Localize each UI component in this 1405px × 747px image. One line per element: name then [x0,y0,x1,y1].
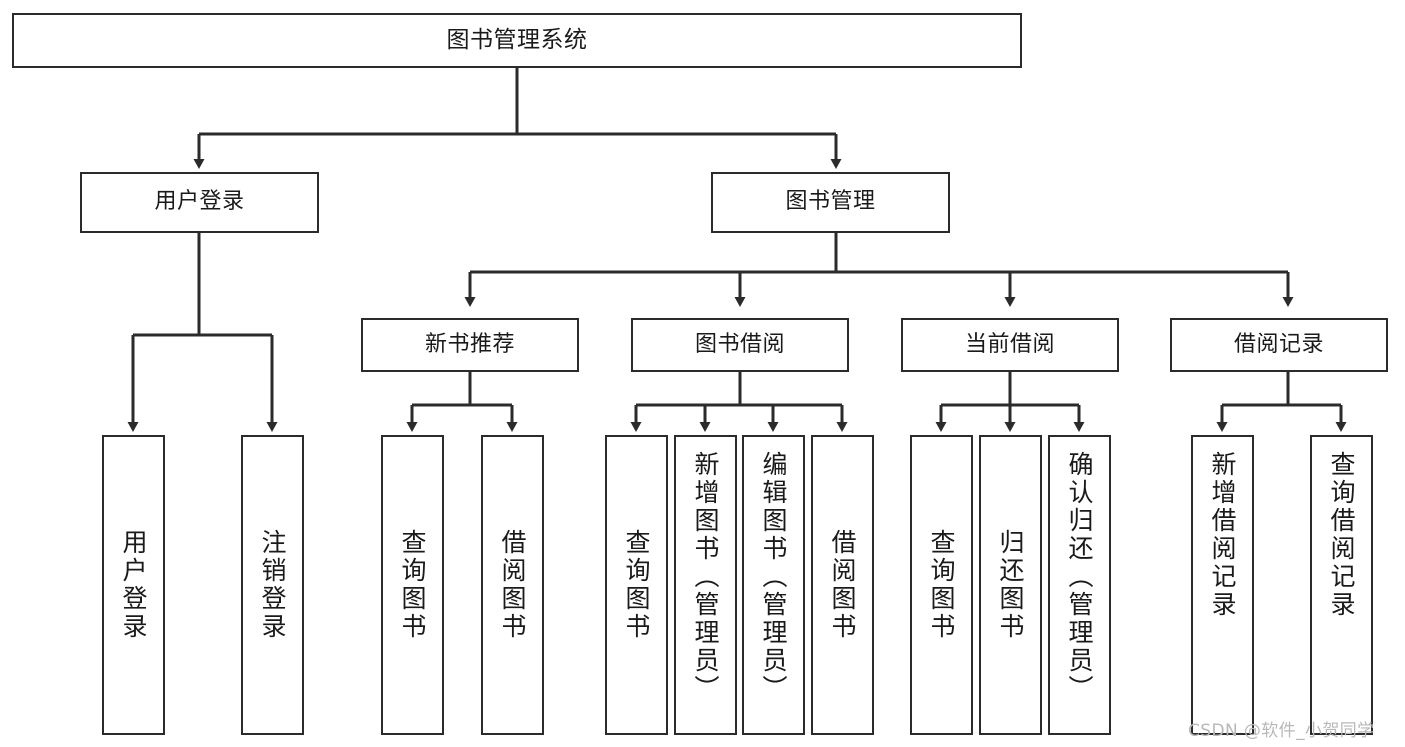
node-borrow-record[interactable]: 借阅记录 [1170,318,1388,372]
node-current-borrow-label: 当前借阅 [964,331,1055,357]
leaf-user-login-logout-label: 注销登录 [258,529,287,641]
node-root-system[interactable]: 图书管理系统 [12,13,1022,68]
node-current-borrow[interactable]: 当前借阅 [901,318,1119,372]
leaf-book-borrow-query[interactable]: 查询图书 [605,435,668,735]
node-new-book-recommend[interactable]: 新书推荐 [361,318,579,372]
node-user-login[interactable]: 用户登录 [80,172,319,233]
leaf-new-book-borrow-label: 借阅图书 [498,529,527,641]
node-book-management[interactable]: 图书管理 [711,172,950,233]
leaf-borrow-record-query-label: 查询借阅记录 [1327,451,1356,619]
leaf-current-borrow-confirm-label: 确认归还（管理员） [1065,451,1094,703]
leaf-book-borrow-query-label: 查询图书 [622,529,651,641]
leaf-borrow-record-add-label: 新增借阅记录 [1208,451,1237,619]
leaf-book-borrow-edit[interactable]: 编辑图书（管理员） [742,435,805,735]
leaf-borrow-record-query[interactable]: 查询借阅记录 [1310,435,1373,735]
leaf-current-borrow-query-label: 查询图书 [927,529,956,641]
leaf-new-book-query-label: 查询图书 [398,529,427,641]
node-borrow-record-label: 借阅记录 [1233,331,1324,357]
leaf-user-login-login-label: 用户登录 [119,529,148,641]
leaf-book-borrow-borrow[interactable]: 借阅图书 [811,435,874,735]
leaf-book-borrow-borrow-label: 借阅图书 [828,529,857,641]
leaf-new-book-borrow[interactable]: 借阅图书 [481,435,544,735]
node-user-login-label: 用户登录 [154,189,245,215]
leaf-current-borrow-query[interactable]: 查询图书 [910,435,973,735]
leaf-borrow-record-add[interactable]: 新增借阅记录 [1191,435,1254,735]
leaf-book-borrow-edit-label: 编辑图书（管理员） [759,451,788,703]
node-book-borrow[interactable]: 图书借阅 [631,318,849,372]
leaf-book-borrow-add-label: 新增图书（管理员） [691,451,720,703]
leaf-current-borrow-confirm[interactable]: 确认归还（管理员） [1048,435,1111,735]
node-book-borrow-label: 图书借阅 [694,331,785,357]
node-book-management-label: 图书管理 [785,189,876,215]
leaf-book-borrow-add[interactable]: 新增图书（管理员） [674,435,737,735]
leaf-user-login-login[interactable]: 用户登录 [102,435,165,735]
leaf-new-book-query[interactable]: 查询图书 [381,435,444,735]
node-new-book-recommend-label: 新书推荐 [424,331,515,357]
node-root-system-label: 图书管理系统 [446,26,588,53]
leaf-current-borrow-return-label: 归还图书 [996,529,1025,641]
leaf-user-login-logout[interactable]: 注销登录 [241,435,304,735]
leaf-current-borrow-return[interactable]: 归还图书 [979,435,1042,735]
